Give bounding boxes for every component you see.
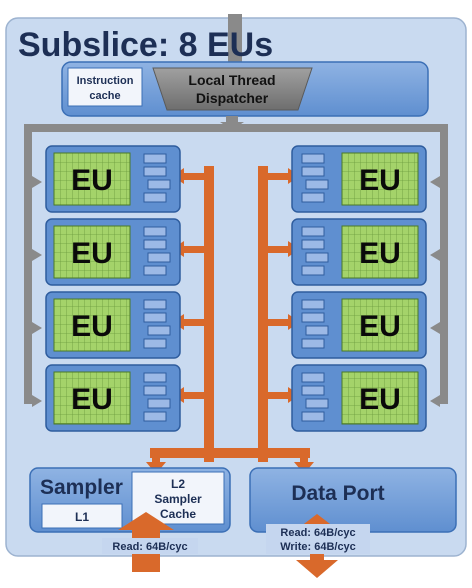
subslice-title: Subslice: 8 EUs bbox=[18, 26, 273, 64]
execution-unit-right-3: EU bbox=[291, 291, 427, 359]
orange-bus-network bbox=[146, 166, 314, 474]
l1-cache-box bbox=[41, 503, 123, 529]
eu-label: EU bbox=[71, 310, 113, 343]
eu-label: EU bbox=[71, 383, 113, 416]
execution-unit-right-2: EU bbox=[291, 218, 427, 286]
sampler-title: Sampler bbox=[40, 476, 123, 499]
instruction-cache-box bbox=[67, 67, 143, 107]
sampler-bandwidth: Read: 64B/cyc bbox=[112, 541, 187, 553]
thread-dispatcher-line1: Local Thread bbox=[188, 72, 275, 88]
instruction-cache-line1: Instruction bbox=[77, 75, 134, 87]
thread-dispatcher-line2: Dispatcher bbox=[196, 90, 269, 106]
eu-label: EU bbox=[359, 383, 401, 416]
data-port-read: Read: 64B/cyc bbox=[280, 527, 355, 539]
l1-cache-label: L1 bbox=[75, 510, 89, 524]
thread-dispatcher-shape bbox=[152, 67, 313, 111]
sampler-bandwidth-bg bbox=[102, 538, 198, 554]
l2-sampler-cache-line3: Cache bbox=[160, 507, 196, 521]
l2-sampler-cache-line2: Sampler bbox=[154, 492, 202, 506]
data-port-title: Data Port bbox=[291, 482, 384, 505]
execution-unit-left-3: EU bbox=[45, 291, 181, 359]
execution-unit-left-4: EU bbox=[45, 364, 181, 432]
top-input-arrow bbox=[228, 14, 242, 64]
eu-label: EU bbox=[71, 237, 113, 270]
eu-label: EU bbox=[359, 310, 401, 343]
l2-sampler-cache-line1: L2 bbox=[171, 477, 185, 491]
execution-unit-right-1: EU bbox=[291, 145, 427, 213]
instruction-cache-line2: cache bbox=[89, 90, 120, 102]
eu-label: EU bbox=[359, 237, 401, 270]
execution-unit-left-1: EU bbox=[45, 145, 181, 213]
execution-unit-left-2: EU bbox=[45, 218, 181, 286]
eu-label: EU bbox=[71, 164, 113, 197]
gray-distribution-network bbox=[24, 116, 448, 407]
eu-label: EU bbox=[359, 164, 401, 197]
execution-unit-right-4: EU bbox=[291, 364, 427, 432]
data-port-write: Write: 64B/cyc bbox=[280, 541, 356, 553]
data-port-bandwidth-bg bbox=[266, 524, 370, 554]
